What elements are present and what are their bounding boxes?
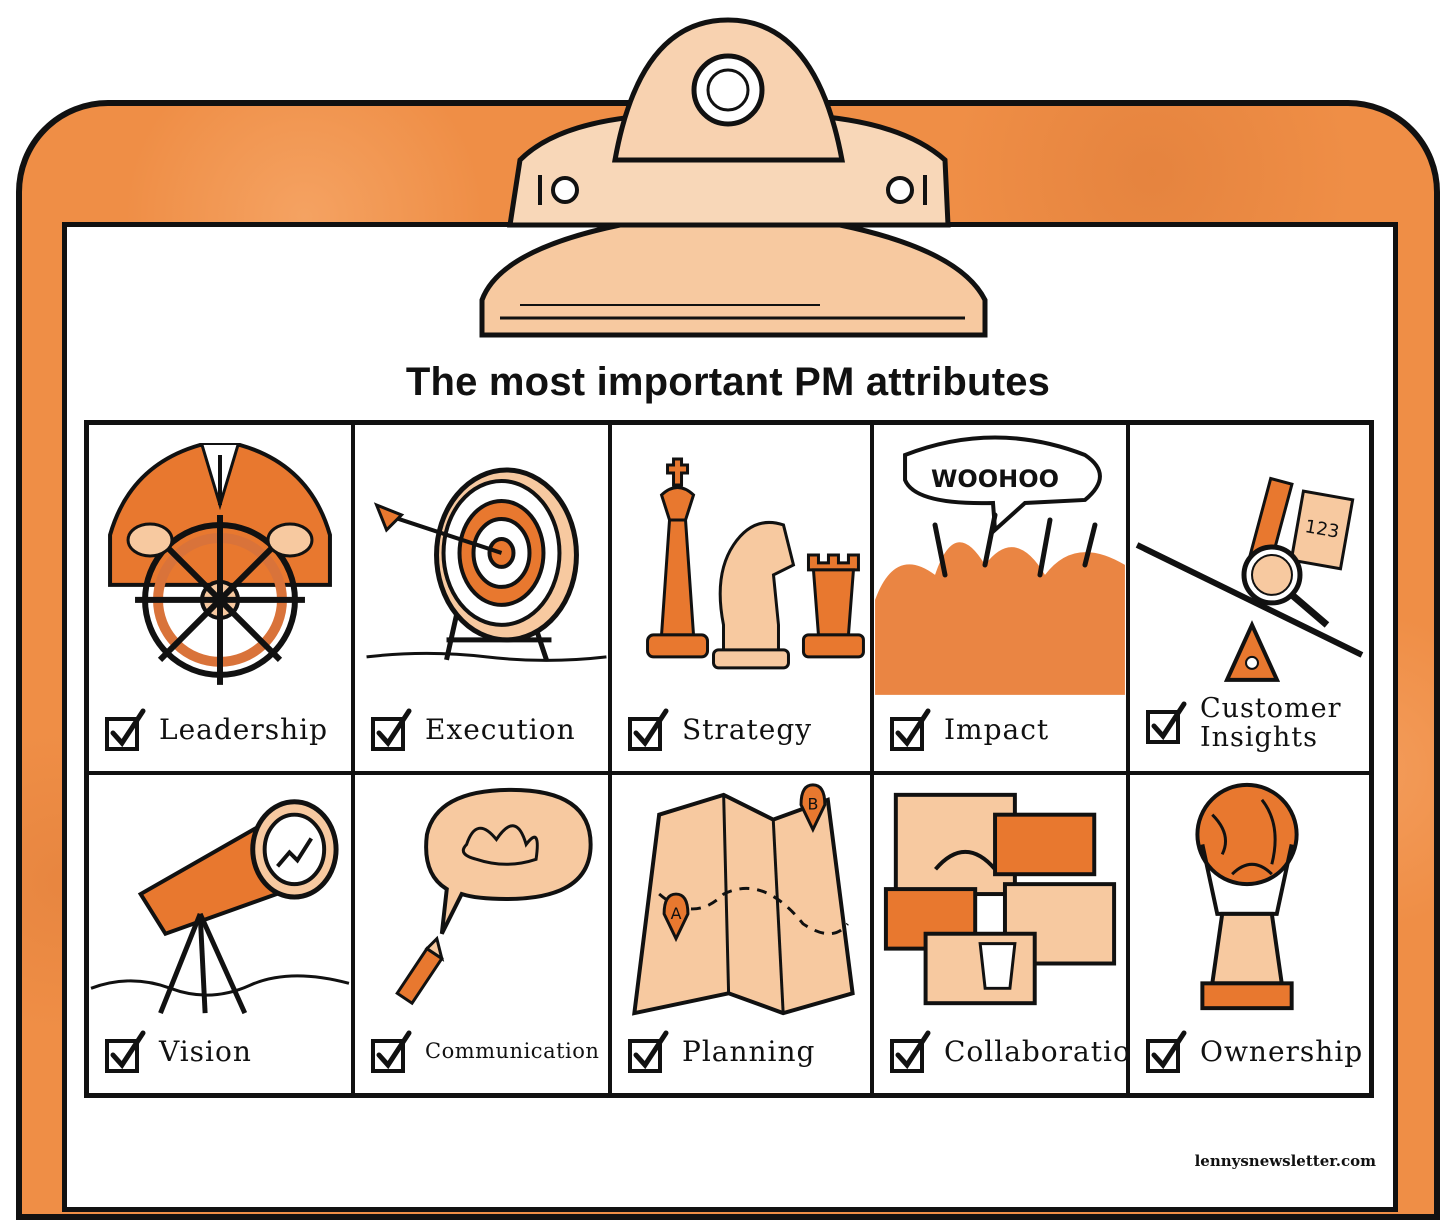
atlas-statue-icon <box>1195 782 1299 1011</box>
pin-a-label: A <box>671 904 682 923</box>
attribute-label-row: Vision <box>103 1029 345 1075</box>
checkbox-checked-icon <box>890 708 931 751</box>
telescope-icon <box>90 799 350 1015</box>
attribute-label-row: Collaboration <box>888 1029 1126 1075</box>
puzzle-collage-icon <box>883 792 1117 1006</box>
attribute-card-ownership: Ownership <box>1130 775 1369 1093</box>
checkbox-checked-icon <box>890 1030 931 1073</box>
attribute-label: Planning <box>682 1034 816 1068</box>
treasure-map-icon: A B <box>632 783 855 1016</box>
checkbox-checked-icon <box>628 1030 669 1073</box>
chess-pieces-icon <box>646 457 865 670</box>
checkbox-checked-icon <box>628 708 669 751</box>
attribute-label: Ownership <box>1200 1034 1364 1068</box>
attribute-card-leadership: Leadership <box>89 425 355 775</box>
checkbox-checked-icon <box>1146 701 1187 745</box>
attribute-label-row: Customer Insights <box>1144 692 1363 754</box>
checkbox-checked-icon <box>371 1030 412 1073</box>
attribute-card-vision: Vision <box>89 775 355 1093</box>
checkbox-checked-icon <box>105 708 146 751</box>
attribute-card-planning: A B Planning <box>612 775 874 1093</box>
page-title: The most important PM attributes <box>405 360 1051 404</box>
speech-bubble-pencil-icon <box>395 787 593 1006</box>
attribute-grid: Leadership Execution <box>84 420 1374 1098</box>
attribute-label: Vision <box>159 1034 252 1068</box>
attribute-label: Collaboration <box>944 1034 1130 1068</box>
attribute-card-impact: WOOHOO Impact <box>874 425 1130 775</box>
attribute-label: Execution <box>425 712 576 746</box>
checkbox-checked-icon <box>371 708 412 751</box>
pin-b-label: B <box>807 795 818 814</box>
scale-magnifier-icon: 123 <box>1135 476 1364 682</box>
attribute-label-row: Execution <box>369 707 602 753</box>
attribute-label: Leadership <box>159 712 329 746</box>
attribute-label-row: Strategy <box>626 707 864 753</box>
attribute-label-row: Leadership <box>103 707 345 753</box>
checkbox-checked-icon <box>105 1030 146 1073</box>
checkbox-checked-icon <box>1146 1030 1187 1073</box>
attribute-card-strategy: Strategy <box>612 425 874 775</box>
attribute-card-collaboration: Collaboration <box>874 775 1130 1093</box>
target-arrow-icon <box>366 467 607 662</box>
ship-wheel-icon <box>108 442 332 685</box>
footer-credit: lennysnewsletter.com <box>1194 1152 1376 1170</box>
attribute-label: Customer Insights <box>1200 692 1342 754</box>
attribute-card-execution: Execution <box>355 425 612 775</box>
attribute-card-customer-insights: 123 Customer Insights <box>1130 425 1369 775</box>
attribute-label-row: Impact <box>888 707 1120 753</box>
attribute-label-row: Communication <box>369 1029 602 1075</box>
attribute-label: Strategy <box>682 712 813 746</box>
attribute-label: Impact <box>944 712 1050 746</box>
attribute-label-row: Planning <box>626 1029 864 1075</box>
attribute-card-communication: Communication <box>355 775 612 1093</box>
attribute-label: Communication <box>425 1039 600 1064</box>
cheering-crowd-icon: WOOHOO <box>875 435 1125 695</box>
speech-text: WOOHOO <box>931 465 1059 493</box>
attribute-label-row: Ownership <box>1144 1029 1363 1075</box>
